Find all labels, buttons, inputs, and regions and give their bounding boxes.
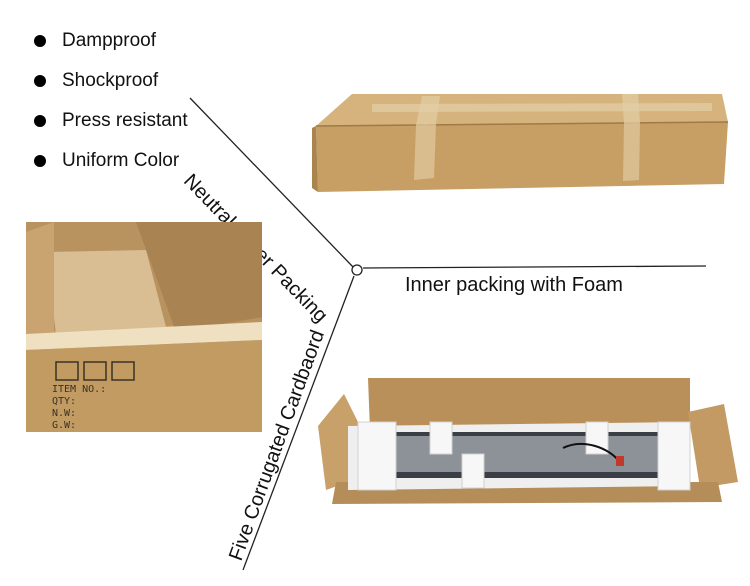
connector-node [351, 264, 363, 276]
feature-item: Press resistant [34, 110, 188, 132]
connector-line-outer [189, 97, 355, 269]
bullet-dot-icon [34, 155, 46, 167]
box-print-gw: G.W: [52, 420, 77, 431]
feature-label: Shockproof [62, 70, 159, 91]
box-print-text: ITEM NO.: QTY: N.W: G.W: [52, 384, 106, 432]
box-print-item-no: ITEM NO.: [52, 384, 107, 395]
feature-item: Dampproof [34, 30, 156, 52]
connector-line-cardboard [242, 275, 355, 571]
box-print-nw: N.W: [52, 408, 77, 419]
bullet-dot-icon [34, 75, 46, 87]
connector-line-inner [362, 265, 707, 269]
feature-label: Press resistant [62, 110, 188, 131]
cardboard-box-photo: ITEM NO.: QTY: N.W: G.W: [26, 222, 262, 432]
feature-item: Shockproof [34, 70, 158, 92]
feature-label: Uniform Color [62, 150, 180, 171]
bullet-dot-icon [34, 115, 46, 127]
box-print-qty: QTY: [52, 396, 77, 407]
inner-foam-photo [318, 378, 738, 508]
feature-item: Uniform Color [34, 150, 179, 172]
inner-packing-label: Inner packing with Foam [405, 274, 623, 296]
bullet-dot-icon [34, 35, 46, 47]
outer-box-photo [312, 88, 732, 198]
feature-label: Dampproof [62, 30, 156, 51]
